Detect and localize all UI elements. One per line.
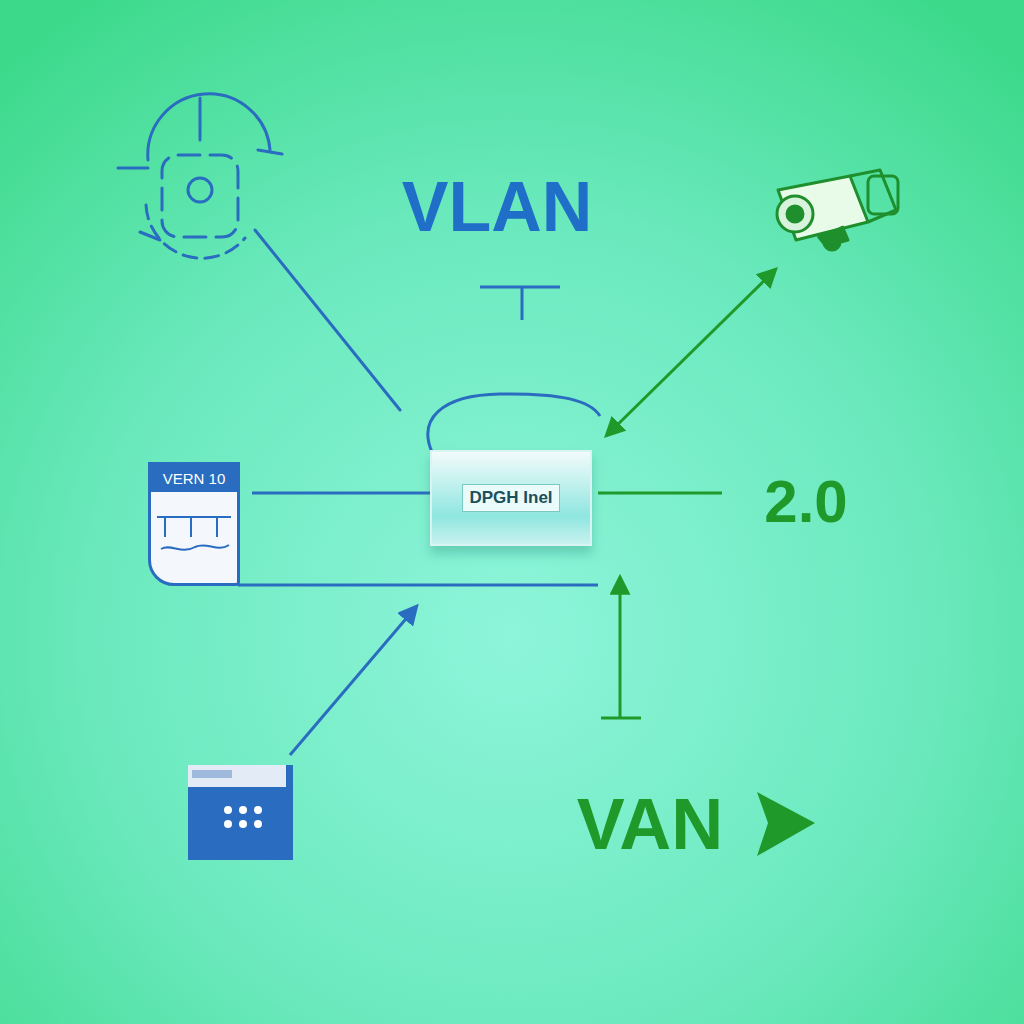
- tee-mark: [480, 287, 560, 320]
- heading-label: VLAN: [402, 172, 593, 242]
- version-number: 2.0: [764, 472, 847, 532]
- chevron: [757, 792, 815, 856]
- panel-sketch: [151, 497, 237, 577]
- double-arrow: [607, 270, 775, 435]
- target-icon: [118, 94, 400, 410]
- loop-wire: [428, 394, 600, 452]
- wire: [238, 584, 598, 587]
- switch-box: DPGH Inel: [430, 450, 592, 546]
- network-label: VAN: [577, 788, 724, 860]
- arrow: [601, 578, 641, 718]
- arrow: [290, 607, 416, 755]
- connector: [252, 492, 430, 495]
- panel-heading: VERN 10: [151, 465, 237, 492]
- device-label: DPGH Inel: [462, 484, 559, 512]
- network-panel: VERN 10: [148, 462, 240, 586]
- wire: [598, 492, 722, 495]
- panel-sketch-lines: [157, 517, 231, 550]
- camera-icon: [777, 170, 898, 250]
- device-icon: [188, 765, 293, 860]
